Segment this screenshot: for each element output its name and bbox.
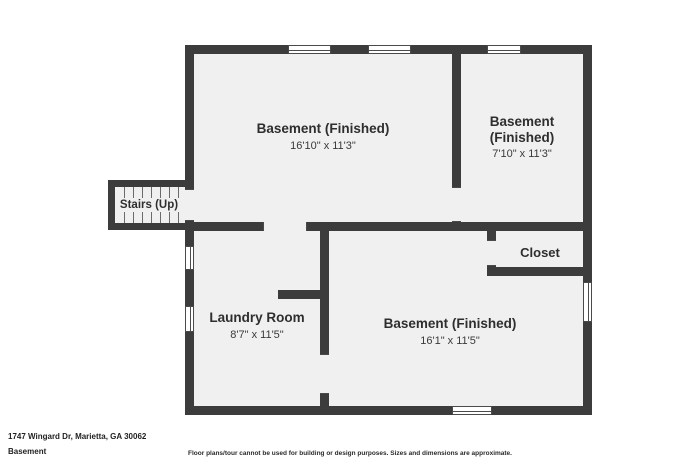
wall-divider-vertical: [452, 45, 461, 231]
stairs-label: Stairs (Up): [117, 198, 181, 212]
door-opening-basement-laundry: [263, 222, 307, 231]
window-top-1: [288, 45, 331, 54]
door-opening-closet: [487, 240, 496, 266]
room-label-basement-top-left: Basement (Finished) 16'10" x 11'3": [223, 121, 423, 152]
room-dimensions: 8'7" x 11'5": [230, 328, 284, 341]
wall-bottom: [185, 406, 592, 415]
room-label-stairs: Stairs (Up): [108, 180, 190, 230]
room-name: Laundry Room: [209, 310, 305, 325]
door-opening-between-basements: [452, 187, 461, 222]
room-dimensions: 16'10" x 11'3": [290, 139, 356, 152]
room-name: Closet: [520, 245, 560, 260]
room-name: Basement (Finished): [256, 121, 390, 136]
wall-laundry-vertical: [320, 222, 329, 415]
window-left-1: [185, 246, 194, 270]
door-opening-stairs: [185, 189, 194, 221]
room-label-basement-bottom: Basement (Finished) 16'1" x 11'5": [350, 316, 550, 347]
room-dimensions: 7'10" x 11'3": [492, 148, 552, 161]
wall-closet-bottom: [487, 267, 592, 276]
wall-stairs-bottom: [108, 223, 190, 230]
room-label-basement-top-right: Basement (Finished) 7'10" x 11'3": [467, 114, 577, 160]
wall-stairs-top: [108, 180, 190, 187]
wall-laundry-stub: [278, 290, 329, 299]
window-top-3: [487, 45, 521, 54]
window-bottom: [452, 406, 492, 415]
footer-level: Basement: [8, 447, 47, 456]
footer-address: 1747 Wingard Dr, Marietta, GA 30062: [8, 432, 147, 441]
door-opening-laundry: [320, 354, 329, 394]
footer-disclaimer: Floor plans/tour cannot be used for buil…: [188, 450, 512, 457]
room-name: Basement (Finished): [489, 114, 555, 145]
room-label-closet: Closet: [490, 245, 590, 260]
window-top-2: [368, 45, 411, 54]
room-label-laundry: Laundry Room 8'7" x 11'5": [182, 310, 332, 341]
window-left-2: [185, 306, 194, 332]
window-right: [583, 282, 592, 322]
room-dimensions: 16'1" x 11'5": [420, 334, 480, 347]
wall-stairs-left: [108, 180, 115, 230]
wall-divider-horizontal: [185, 222, 592, 231]
room-name: Basement (Finished): [383, 316, 517, 331]
